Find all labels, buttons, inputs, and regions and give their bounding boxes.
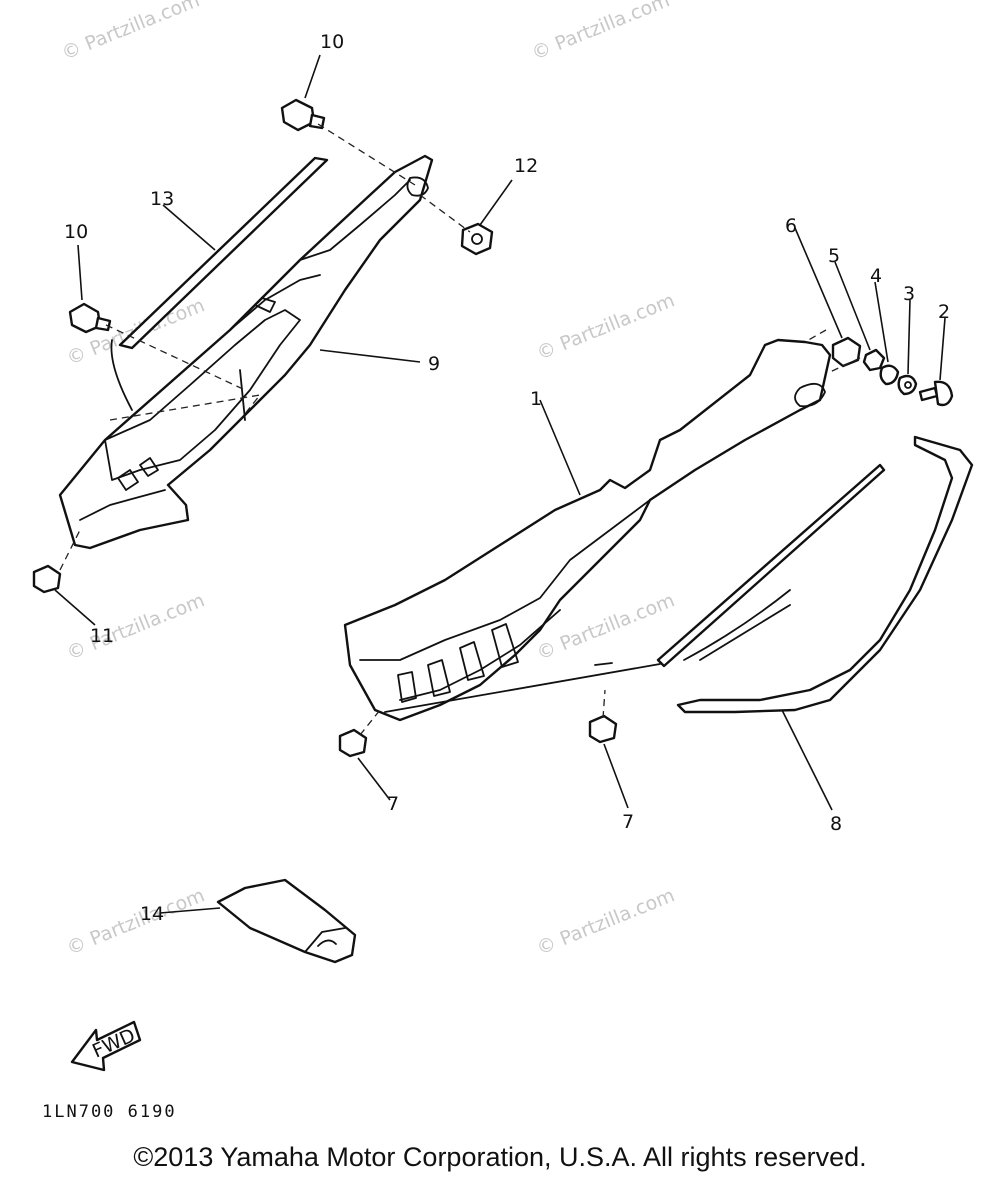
callout-3: 3 xyxy=(903,283,915,305)
callout-11: 11 xyxy=(90,625,114,647)
part-13-strip xyxy=(110,156,329,411)
watermark: © Partzilla.com xyxy=(59,0,203,65)
callout-2: 2 xyxy=(938,301,950,323)
callout-1: 1 xyxy=(530,388,542,410)
callout-7-right: 7 xyxy=(622,811,634,833)
callout-13: 13 xyxy=(150,188,174,210)
exploded-view-drawing: © Partzilla.com © Partzilla.com © Partzi… xyxy=(32,0,974,1122)
callout-5: 5 xyxy=(828,245,840,267)
watermark: © Partzilla.com xyxy=(534,884,678,959)
part-1-right-side-cover xyxy=(343,338,832,722)
copyright-notice: ©2013 Yamaha Motor Corporation, U.S.A. A… xyxy=(133,1142,867,1172)
watermark: © Partzilla.com xyxy=(534,289,678,364)
part-9-left-side-cover xyxy=(58,154,434,550)
callout-8: 8 xyxy=(830,813,842,835)
callout-6: 6 xyxy=(785,215,797,237)
leader-lines xyxy=(54,54,946,914)
callout-10-upper: 10 xyxy=(320,31,344,53)
callout-7-left: 7 xyxy=(387,793,399,815)
callout-labels: 10 12 13 10 9 11 6 5 4 3 2 1 8 7 7 14 xyxy=(64,31,950,925)
forward-arrow: FWD xyxy=(70,1020,142,1072)
callout-14: 14 xyxy=(140,903,164,925)
hardware-group xyxy=(32,98,954,758)
part-8-trim-frame xyxy=(656,435,974,714)
callout-4: 4 xyxy=(870,265,882,287)
part-14-pad xyxy=(216,878,357,964)
watermark: © Partzilla.com xyxy=(64,589,208,664)
drawing-code: 1LN700 6190 xyxy=(42,1102,177,1122)
watermark: © Partzilla.com xyxy=(64,884,208,959)
watermark: © Partzilla.com xyxy=(529,0,673,65)
callout-10-left: 10 xyxy=(64,221,88,243)
assembly-lines xyxy=(59,123,861,736)
callout-12: 12 xyxy=(514,155,538,177)
callout-9: 9 xyxy=(428,353,440,375)
